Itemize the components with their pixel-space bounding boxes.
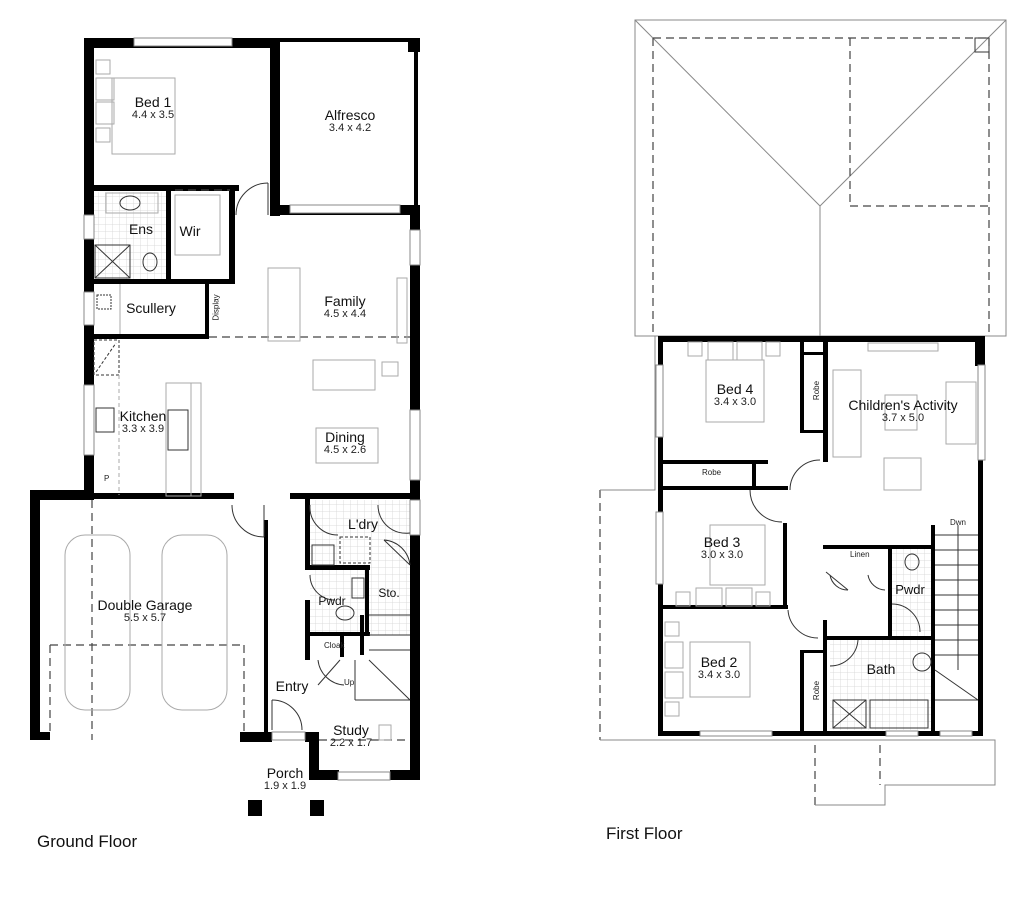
room-family: Family 4.5 x 4.4 [314,294,376,320]
room-name: Double Garage [97,597,193,613]
room-laundry: L'dry [345,517,381,532]
room-dimensions: 3.4 x 3.0 [713,395,757,408]
room-powder-first: Pwdr [893,583,927,597]
room-bed-2: Bed 2 3.4 x 3.0 [687,655,751,681]
room-dimensions: 2.2 x 1.7 [329,736,373,749]
room-childrens-activity: Children's Activity 3.7 x 5.0 [840,398,966,424]
room-kitchen: Kitchen 3.3 x 3.9 [116,409,170,435]
ground-floor-title: Ground Floor [37,832,138,851]
room-name: Children's Activity [848,397,958,413]
first-floor-plan [599,19,1007,806]
room-name: Kitchen [119,408,167,424]
room-name: Pwdr [318,594,346,608]
room-name: Bath [866,661,896,677]
room-name: Ens [128,221,154,237]
room-powder-ground: Pwdr [316,595,348,608]
room-name: Wir [179,223,201,239]
room-name: Dining [325,429,365,445]
room-name: L'dry [348,516,378,532]
room-dimensions: 3.4 x 4.2 [328,121,372,134]
room-name: Pwdr [895,582,925,597]
room-walk-in-robe: Wir [174,224,206,239]
room-ensuite: Ens [124,222,158,237]
room-name: Bed 1 [134,94,172,110]
room-dining: Dining 4.5 x 2.6 [314,430,376,456]
ground-floor-plan [30,37,421,816]
linen-label: Linen [850,550,870,559]
room-name: Bed 2 [700,654,738,670]
room-study: Study 2.2 x 1.7 [326,723,376,749]
room-name: Family [324,293,366,309]
room-name: Bed 4 [716,381,754,397]
room-dimensions: 5.5 x 5.7 [123,611,167,624]
room-porch: Porch 1.9 x 1.9 [260,766,310,792]
robe-bed4-label: Robe [812,380,822,401]
pantry-label: P [104,474,110,483]
room-bath: Bath [860,662,902,677]
display-label: Display [211,294,221,321]
room-double-garage: Double Garage 5.5 x 5.7 [90,598,200,624]
room-name: Sto. [378,586,400,600]
room-name: Entry [275,678,309,694]
stairs-up-label: Up [344,678,355,687]
room-entry: Entry [272,679,312,694]
room-bed-4: Bed 4 3.4 x 3.0 [703,382,767,408]
room-alfresco: Alfresco 3.4 x 4.2 [310,108,390,134]
room-bed-3: Bed 3 3.0 x 3.0 [690,535,754,561]
robe-bed2-label: Robe [812,680,822,701]
room-dimensions: 4.5 x 4.4 [323,307,367,320]
room-dimensions: 3.3 x 3.9 [121,422,165,435]
room-name: Bed 3 [703,534,741,550]
first-floor-title: First Floor [606,824,683,843]
room-bed-1: Bed 1 4.4 x 3.5 [118,95,188,121]
room-dimensions: 3.7 x 5.0 [881,411,925,424]
room-dimensions: 4.4 x 3.5 [131,108,175,121]
room-storage: Sto. [374,587,404,600]
stairs-down-label: Dwn [950,518,967,527]
room-name: Scullery [126,300,176,316]
room-dimensions: 1.9 x 1.9 [263,779,307,792]
room-dimensions: 3.0 x 3.0 [700,548,744,561]
room-dimensions: 4.5 x 2.6 [323,443,367,456]
room-name: Study [333,722,369,738]
room-name: Porch [266,765,304,781]
room-scullery: Scullery [120,301,182,316]
robe-bed3-label: Robe [702,468,722,477]
room-name: Alfresco [324,107,376,123]
cloak-label: Cloak [324,641,345,650]
room-dimensions: 3.4 x 3.0 [697,668,741,681]
